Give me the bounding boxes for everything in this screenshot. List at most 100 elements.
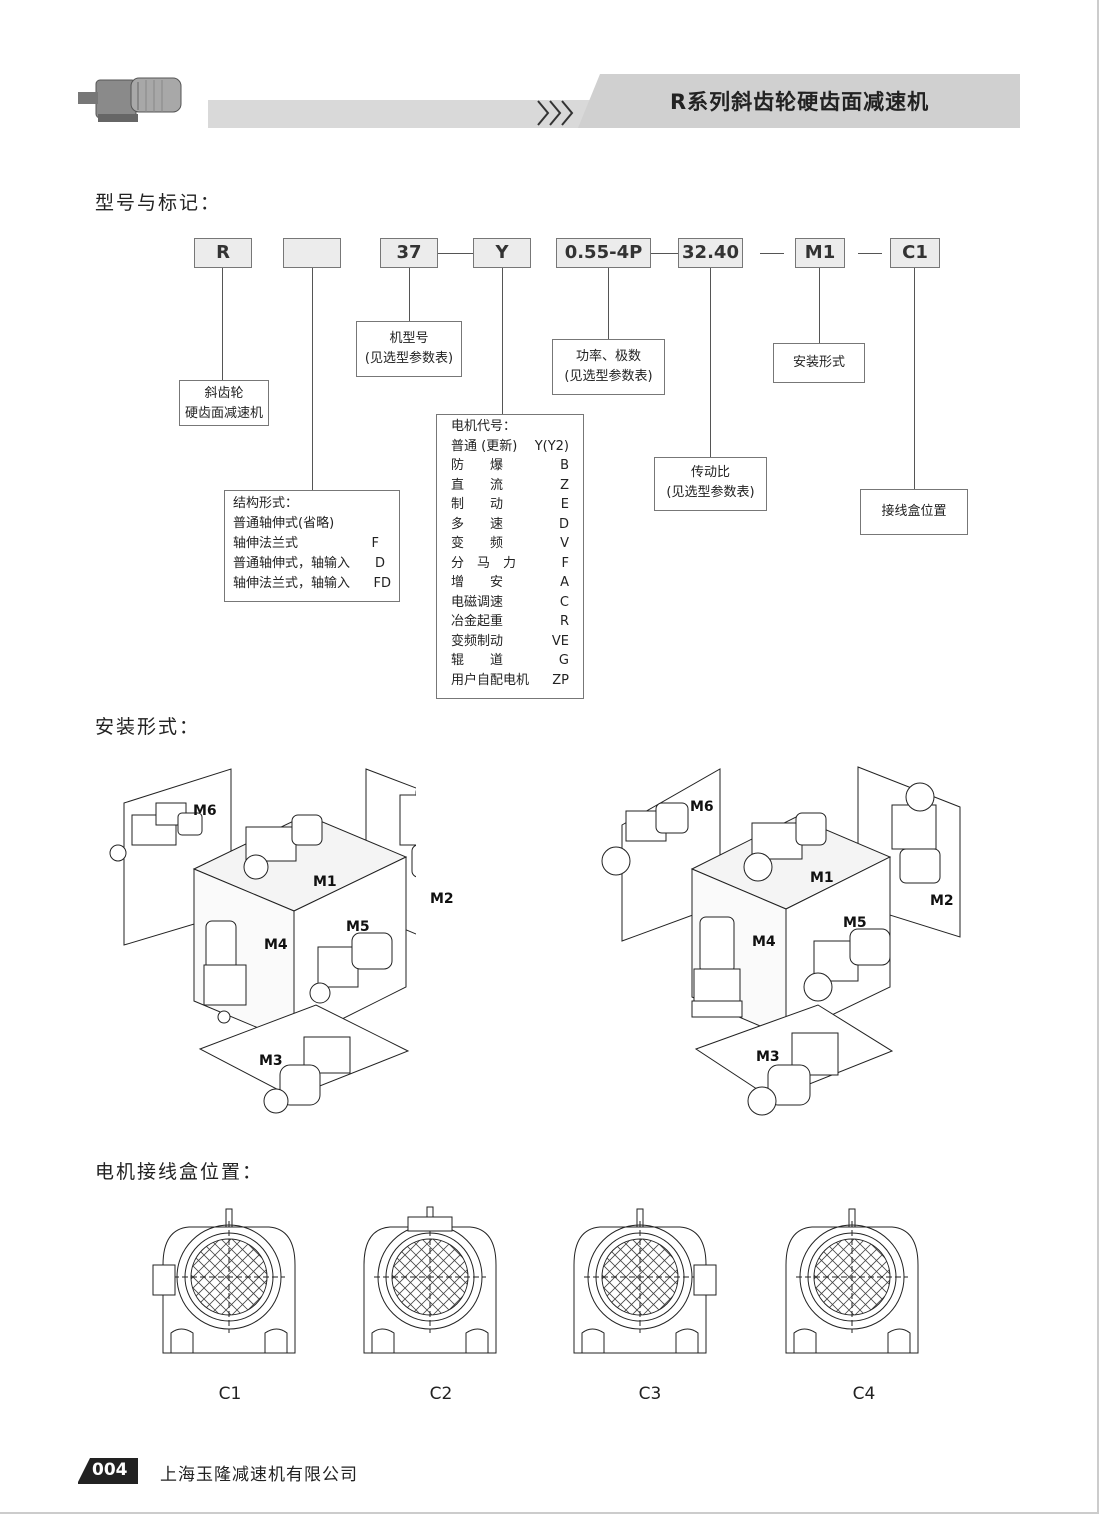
motor-code: F — [561, 555, 569, 571]
mount-label-m3: M3 — [259, 1053, 283, 1069]
code-box-structure — [283, 238, 341, 268]
structure-row: 普通轴伸式，轴输入 D — [233, 554, 391, 574]
motor-row: 冶金起重 R — [451, 612, 569, 632]
structure-name: 轴伸法兰式，轴输入 — [233, 576, 351, 591]
motor-code: C — [559, 594, 569, 610]
terminal-box-drawing-c2 — [363, 1206, 497, 1354]
desc-size-line1: 机型号 — [389, 331, 429, 346]
connector-line — [710, 268, 711, 457]
structure-row: 轴伸法兰式，轴输入 FD — [233, 574, 391, 594]
motor-name: 变 频 — [451, 536, 504, 551]
desc-mount: 安装形式 — [773, 343, 865, 383]
terminal-label-c4: C4 — [852, 1384, 876, 1404]
motor-name: 普通 (更新) — [451, 438, 518, 454]
structure-code: F — [371, 536, 379, 551]
terminal-box-diagrams — [152, 1206, 919, 1354]
desc-helical-line2: 硬齿面减速机 — [184, 406, 263, 421]
mount-label-m1-right: M1 — [810, 870, 834, 886]
mounting-diagram-left — [109, 768, 416, 1114]
structure-name: 轴伸法兰式 — [233, 536, 299, 551]
gear-reducer-thumbnail — [78, 77, 182, 122]
mount-label-m3-right: M3 — [756, 1049, 780, 1065]
connector-dash — [858, 253, 882, 254]
page-title: R系列斜齿轮硬齿面减速机 — [670, 90, 930, 114]
structure-title: 结构形式： — [233, 496, 299, 511]
connector-dash — [651, 253, 678, 254]
mount-label-m5-right: M5 — [843, 915, 867, 931]
motor-name: 用户自配电机 — [451, 672, 530, 688]
motor-code: G — [558, 653, 569, 668]
code-box-power: 0.55-4P — [556, 238, 651, 268]
connector-line — [312, 268, 313, 490]
structure-code: D — [374, 556, 385, 571]
desc-size: 机型号 (见选型参数表) — [356, 321, 462, 377]
motor-row: 普通 (更新) Y(Y2) — [451, 437, 569, 457]
connector-line — [819, 268, 820, 343]
terminal-section-title: 电机接线盒位置： — [95, 1161, 264, 1183]
mount-label-m1: M1 — [313, 874, 337, 890]
motor-name: 冶金起重 — [451, 614, 504, 629]
code-box-motor: Y — [473, 238, 531, 268]
desc-ratio: 传动比 (见选型参数表) — [654, 457, 767, 511]
motor-row: 用户自配电机 ZP — [451, 671, 569, 691]
desc-structure: 结构形式： 普通轴伸式(省略) 轴伸法兰式 F 普通轴伸式，轴输入 D 轴伸法兰式，… — [224, 490, 400, 602]
connector-line — [502, 268, 503, 414]
header-tab — [578, 74, 1020, 128]
code-box-size: 37 — [380, 238, 438, 268]
desc-ratio-line2: (见选型参数表) — [666, 485, 755, 500]
desc-helical: 斜齿轮 硬齿面减速机 — [179, 380, 269, 426]
code-box-ratio: 32.40 — [678, 238, 743, 268]
motor-name: 防 爆 — [451, 458, 504, 473]
motor-title: 电机代号： — [451, 419, 517, 434]
motor-row: 电磁调速 C — [451, 593, 569, 613]
mounting-diagram-right — [601, 766, 961, 1116]
connector-line — [914, 268, 915, 489]
structure-name: 普通轴伸式，轴输入 — [233, 556, 351, 571]
motor-name: 直 流 — [451, 477, 504, 493]
motor-code: R — [559, 614, 569, 629]
terminal-box-drawing-c1 — [152, 1208, 296, 1354]
terminal-box-drawing-c4 — [785, 1208, 919, 1354]
connector-dash — [438, 253, 473, 254]
page-number-underline — [78, 1482, 138, 1484]
desc-helical-line1: 斜齿轮 — [204, 386, 244, 401]
motor-name: 电磁调速 — [451, 594, 504, 610]
structure-row: 普通轴伸式(省略) — [233, 514, 391, 534]
motor-code: Y(Y2) — [534, 438, 569, 454]
desc-power-line1: 功率、极数 — [575, 349, 641, 364]
mount-label-m4: M4 — [264, 937, 288, 953]
connector-line — [222, 268, 223, 380]
motor-code: ZP — [552, 672, 569, 688]
motor-code: E — [560, 497, 569, 512]
chevron-arrows-icon — [537, 100, 574, 126]
terminal-label-c1: C1 — [218, 1384, 242, 1404]
code-box-mount: M1 — [795, 238, 845, 268]
desc-terminal: 接线盒位置 — [860, 489, 968, 535]
terminal-label-c3: C3 — [638, 1384, 662, 1404]
mount-label-m2: M2 — [430, 891, 454, 907]
desc-ratio-line1: 传动比 — [690, 465, 730, 480]
motor-code: A — [560, 575, 569, 590]
motor-code: D — [558, 516, 569, 532]
structure-code: FD — [373, 576, 392, 591]
mount-label-m2-right: M2 — [930, 893, 954, 909]
terminal-box-drawing-c3 — [573, 1208, 717, 1354]
connector-line — [409, 268, 410, 321]
desc-power: 功率、极数 (见选型参数表) — [552, 339, 665, 395]
mount-label-m6-right: M6 — [690, 799, 714, 815]
motor-code: Z — [560, 477, 569, 493]
model-section-title: 型号与标记： — [95, 192, 222, 214]
motor-name: 制 动 — [451, 497, 504, 512]
motor-code: VE — [551, 633, 569, 649]
structure-name: 普通轴伸式(省略) — [233, 516, 335, 531]
motor-name: 辊 道 — [451, 653, 504, 668]
mounting-section-title: 安装形式： — [95, 716, 201, 738]
structure-row: 轴伸法兰式 F — [233, 534, 391, 554]
